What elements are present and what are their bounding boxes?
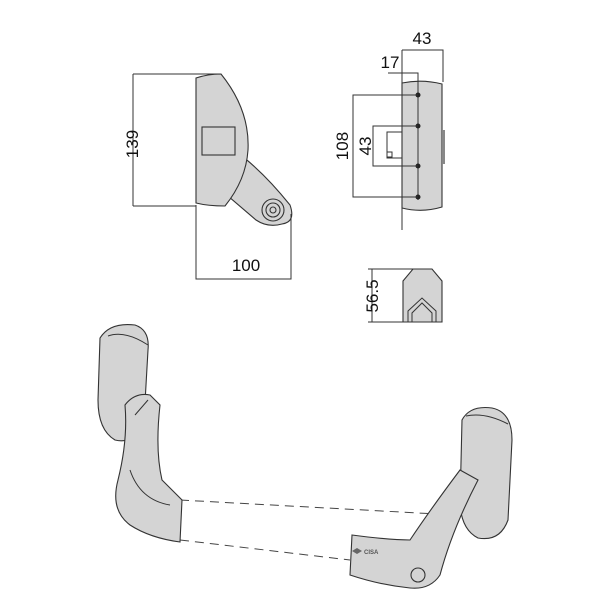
keeper-outline bbox=[386, 131, 403, 159]
dimension-line-43-inner bbox=[372, 125, 418, 167]
dimension-43-inner: 43 bbox=[356, 137, 375, 156]
dimension-line-108 bbox=[352, 94, 418, 198]
end-view: 56.5 bbox=[363, 268, 443, 323]
right-pad-edge bbox=[465, 414, 509, 425]
front-edge-detail bbox=[442, 130, 445, 164]
svg-text:CISA: CISA bbox=[364, 550, 379, 556]
right-arm bbox=[349, 469, 479, 589]
front-view: 43 17 108 43 bbox=[333, 29, 445, 230]
side-cylinder-core bbox=[269, 206, 277, 214]
dimension-139: 139 bbox=[123, 130, 142, 158]
side-label-plate bbox=[201, 126, 236, 156]
right-pad bbox=[459, 406, 513, 540]
side-view: 139 100 bbox=[123, 73, 293, 280]
dimension-56-5: 56.5 bbox=[363, 279, 382, 312]
bar-dashed-lines bbox=[179, 499, 456, 561]
front-body bbox=[401, 80, 443, 211]
dimension-43-top: 43 bbox=[413, 29, 432, 48]
keeper-detail bbox=[386, 151, 393, 158]
dimension-line-43-top bbox=[402, 49, 444, 82]
dimension-line-17 bbox=[388, 72, 419, 200]
right-cylinder bbox=[410, 567, 426, 583]
perspective-view: CISA bbox=[97, 323, 513, 589]
left-arm bbox=[115, 393, 183, 543]
cisa-logo: CISA bbox=[352, 548, 379, 556]
left-arm-detail bbox=[129, 399, 171, 506]
dimension-line-100 bbox=[195, 205, 292, 280]
dimension-108: 108 bbox=[333, 132, 352, 160]
dimension-line-56-5 bbox=[368, 268, 420, 323]
dimension-100: 100 bbox=[232, 256, 260, 275]
left-pad-edge bbox=[107, 333, 149, 346]
dimension-17: 17 bbox=[381, 53, 400, 72]
end-channel bbox=[407, 297, 437, 322]
dimension-line-139 bbox=[132, 73, 221, 207]
